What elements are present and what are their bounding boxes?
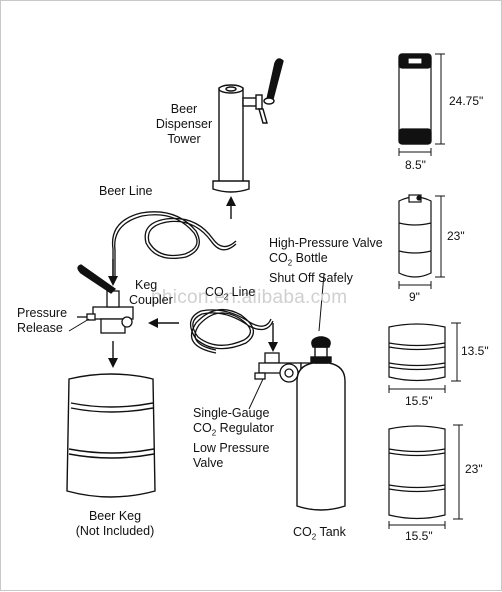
beer-line-label: Beer Line: [99, 184, 153, 198]
tower-label-line1: Beer: [170, 102, 198, 116]
reg-label-line1: Single-Gauge: [193, 406, 270, 420]
keg-coupler: [77, 264, 134, 334]
pressure-release-leader: [68, 318, 90, 332]
tower-label: Beer Dispenser Tower: [153, 102, 215, 147]
keg-2-height: 23": [447, 229, 465, 243]
hp-label-line1: High-Pressure Valve: [269, 236, 383, 250]
keg-3-height: 13.5": [461, 344, 489, 358]
reg-label-line2: CO2 Regulator: [193, 421, 274, 441]
keg-label-line1: Beer Keg: [88, 509, 142, 523]
pressure-release-label: Pressure Release: [17, 306, 67, 336]
keg-3-width: 15.5": [405, 394, 433, 408]
regulator-leader: [248, 378, 264, 410]
keg-1-height: 24.75": [449, 94, 484, 108]
keg-4-dimensions: [388, 424, 463, 529]
pressure-label-line1: Pressure: [17, 306, 68, 320]
watermark: phicon.en.alibaba.com: [151, 287, 348, 308]
tank-sub: 2: [311, 532, 317, 542]
tank-suffix: Tank: [316, 525, 346, 539]
hp-valve-label: High-Pressure Valve CO2 Bottle Shut Off …: [269, 236, 383, 286]
tower-label-line2: Dispenser: [155, 117, 213, 131]
keg-4-icon: [388, 425, 446, 520]
hp-line2-suffix: Bottle: [292, 251, 328, 265]
tower-label-line3: Tower: [167, 132, 201, 146]
keg-2-dimensions: [398, 195, 445, 289]
tank-prefix: CO: [293, 525, 312, 539]
pressure-label-line2: Release: [17, 321, 63, 335]
keg-2-width: 9": [409, 290, 420, 304]
co2-line: [189, 308, 274, 354]
beer-tower: [212, 58, 284, 193]
coupler-label-line1: Keg: [135, 278, 158, 292]
reg-label-line3: Low Pressure: [193, 440, 270, 455]
co2-line-suffix: Line: [228, 285, 256, 299]
keg-4-width: 15.5": [405, 529, 433, 543]
keg-1-dimensions: [398, 53, 445, 156]
co2-tank-label: CO2 Tank: [293, 525, 346, 545]
reg-line2-sub: 2: [211, 428, 217, 438]
keg-1-icon: [398, 53, 432, 145]
coupler-label: Keg Coupler: [129, 278, 173, 308]
beer-line: [111, 211, 237, 276]
reg-line2-suffix: Regulator: [216, 421, 274, 435]
beer-keg: [66, 373, 156, 498]
regulator-label: Single-Gauge CO2 Regulator Low Pressure …: [193, 406, 274, 471]
hp-label-line3: Shut Off Safely: [269, 270, 353, 285]
reg-label-line4: Valve: [193, 455, 224, 470]
co2-line-label: CO2 Line: [205, 285, 255, 305]
hp-valve-leader: [318, 273, 325, 332]
coupler-label-line2: Coupler: [129, 293, 173, 307]
co2-line-prefix: CO: [205, 285, 224, 299]
hp-label-line2: CO2 Bottle: [269, 251, 383, 271]
beer-keg-label: Beer Keg (Not Included): [67, 509, 163, 539]
co2-line-sub: 2: [223, 292, 229, 302]
keg-3-dimensions: [388, 322, 461, 393]
hp-line2-prefix: CO: [269, 251, 288, 265]
keg-2-icon: [398, 194, 432, 278]
co2-tank: [296, 336, 346, 511]
hp-line2-sub: 2: [287, 258, 293, 268]
keg-3-icon: [388, 323, 446, 382]
reg-line2-prefix: CO: [193, 421, 212, 435]
keg-4-height: 23": [465, 462, 483, 476]
keg-1-width: 8.5": [405, 158, 426, 172]
keg-label-line2: (Not Included): [75, 524, 155, 538]
